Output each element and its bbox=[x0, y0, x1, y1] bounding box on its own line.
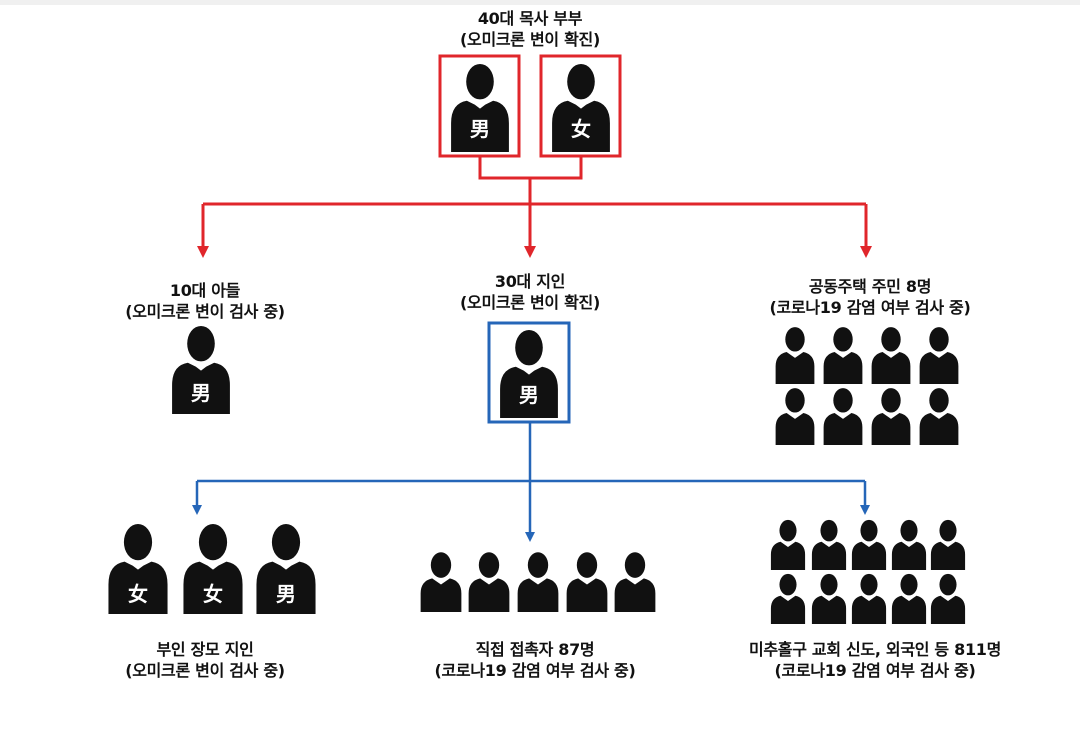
red-arrowheads bbox=[197, 246, 872, 258]
couple-label: 40대 목사 부부 (오미크론 변이 확진) bbox=[380, 8, 680, 50]
couple-status: (오미크론 변이 확진) bbox=[460, 30, 600, 49]
red-connectors bbox=[201, 157, 868, 248]
couple-male-frame bbox=[438, 54, 521, 158]
blue-arrowheads bbox=[192, 505, 870, 542]
couple-female-glyph: 女 bbox=[571, 117, 591, 141]
son-glyph: 男 bbox=[191, 381, 211, 405]
acquaintance-frame bbox=[487, 321, 571, 424]
couple-female-frame bbox=[539, 54, 622, 158]
contacts-figures bbox=[420, 552, 656, 612]
residents-figures bbox=[775, 327, 959, 445]
son-label: 10대 아들 (오미크론 변이 검사 중) bbox=[80, 280, 330, 322]
family-status: (오미크론 변이 검사 중) bbox=[125, 661, 285, 680]
church-status: (코로나19 감염 여부 검사 중) bbox=[774, 661, 976, 680]
top-edge bbox=[0, 0, 1080, 5]
church-label: 미추홀구 교회 신도, 외국인 등 811명 (코로나19 감염 여부 검사 중… bbox=[710, 639, 1040, 681]
family-glyph-2: 女 bbox=[203, 582, 223, 606]
family-glyph-3: 男 bbox=[276, 582, 296, 606]
residents-label: 공동주택 주민 8명 (코로나19 감염 여부 검사 중) bbox=[720, 276, 1020, 318]
acquaintance-status: (오미크론 변이 확진) bbox=[460, 293, 600, 312]
church-title: 미추홀구 교회 신도, 외국인 등 811명 bbox=[748, 640, 1002, 659]
blue-connectors bbox=[195, 423, 867, 533]
family-glyph-1: 女 bbox=[128, 582, 148, 606]
acquaintance-glyph: 男 bbox=[519, 383, 539, 407]
family-label: 부인 장모 지인 (오미크론 변이 검사 중) bbox=[80, 639, 330, 681]
contacts-label: 직접 접촉자 87명 (코로나19 감염 여부 검사 중) bbox=[385, 639, 685, 681]
couple-title: 40대 목사 부부 bbox=[477, 9, 583, 28]
contacts-title: 직접 접촉자 87명 bbox=[475, 640, 595, 659]
son-status: (오미크론 변이 검사 중) bbox=[125, 302, 285, 321]
residents-title: 공동주택 주민 8명 bbox=[808, 277, 932, 296]
contacts-status: (코로나19 감염 여부 검사 중) bbox=[434, 661, 636, 680]
church-figures bbox=[770, 519, 966, 624]
family-title: 부인 장모 지인 bbox=[156, 640, 254, 659]
couple-male-glyph: 男 bbox=[470, 117, 490, 141]
residents-status: (코로나19 감염 여부 검사 중) bbox=[769, 298, 971, 317]
acquaintance-label: 30대 지인 (오미크론 변이 확진) bbox=[405, 271, 655, 313]
acquaintance-title: 30대 지인 bbox=[494, 272, 566, 291]
son-title: 10대 아들 bbox=[169, 281, 241, 300]
